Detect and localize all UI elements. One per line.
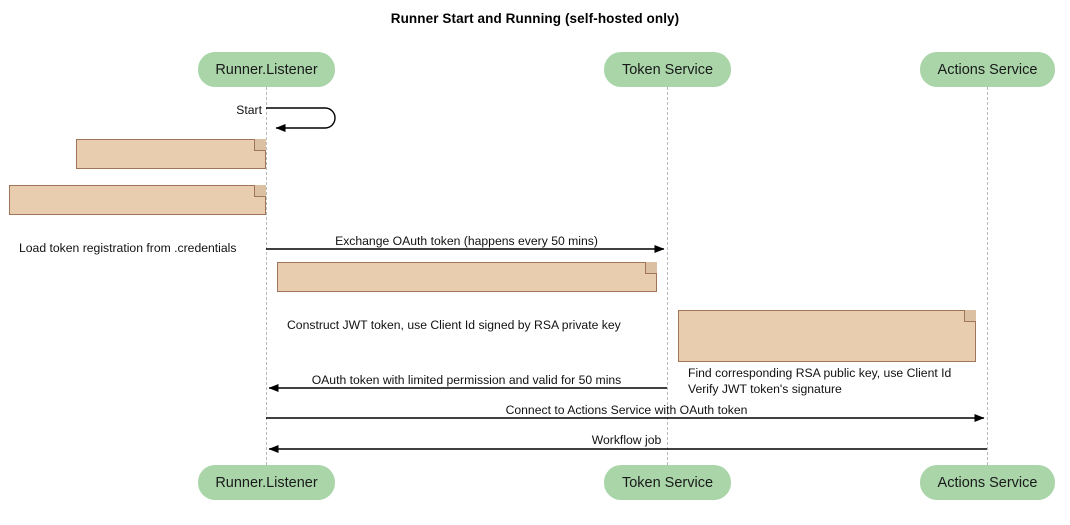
- message-label-start: Start: [200, 103, 262, 117]
- participant-actions-footer[interactable]: Actions Service: [920, 465, 1055, 500]
- participant-actions-header[interactable]: Actions Service: [920, 52, 1055, 87]
- note-fold-icon: [964, 310, 976, 322]
- participant-runner-header[interactable]: Runner.Listener: [198, 52, 335, 87]
- message-text: Exchange OAuth token (happens every 50 m…: [335, 234, 598, 248]
- message-label-exchange-oauth-token: Exchange OAuth token (happens every 50 m…: [266, 234, 667, 248]
- participant-label: Runner.Listener: [215, 474, 318, 491]
- participant-label: Actions Service: [937, 474, 1038, 491]
- message-text: Connect to Actions Service with OAuth to…: [505, 403, 748, 417]
- message-arrow-start: [266, 107, 336, 132]
- lifeline-actions: [987, 87, 988, 465]
- participant-label: Actions Service: [937, 61, 1038, 78]
- message-label-workflow-job: Workflow job: [266, 433, 987, 447]
- participant-label: Token Service: [621, 474, 714, 491]
- page-title: Runner Start and Running (self-hosted on…: [390, 11, 680, 26]
- participant-label: Runner.Listener: [215, 61, 318, 78]
- note-text: Find corresponding RSA public key, use C…: [688, 366, 952, 396]
- note-verify-jwt: Find corresponding RSA public key, use C…: [678, 310, 976, 396]
- lifeline-token: [667, 87, 668, 465]
- note-load-config: Load config info from .runner: [76, 139, 266, 209]
- note-fold-icon: [254, 185, 266, 197]
- note-text: Construct JWT token, use Client Id signe…: [287, 318, 621, 332]
- participant-label: Token Service: [621, 61, 714, 78]
- message-text: Start: [236, 103, 262, 117]
- participant-token-footer[interactable]: Token Service: [604, 465, 731, 500]
- message-text: Workflow job: [591, 433, 662, 447]
- note-text: Load token registration from .credential…: [19, 241, 237, 255]
- participant-runner-footer[interactable]: Runner.Listener: [198, 465, 335, 500]
- message-text: OAuth token with limited permission and …: [311, 373, 622, 387]
- lifeline-runner: [266, 87, 267, 465]
- note-construct-jwt: Construct JWT token, use Client Id signe…: [277, 262, 657, 332]
- note-fold-icon: [254, 139, 266, 151]
- message-label-oauth-token-response: OAuth token with limited permission and …: [266, 373, 667, 387]
- note-fold-icon: [645, 262, 657, 274]
- note-load-token-registration: Load token registration from .credential…: [9, 185, 266, 255]
- message-label-connect-to-actions-service: Connect to Actions Service with OAuth to…: [266, 403, 987, 417]
- participant-token-header[interactable]: Token Service: [604, 52, 731, 87]
